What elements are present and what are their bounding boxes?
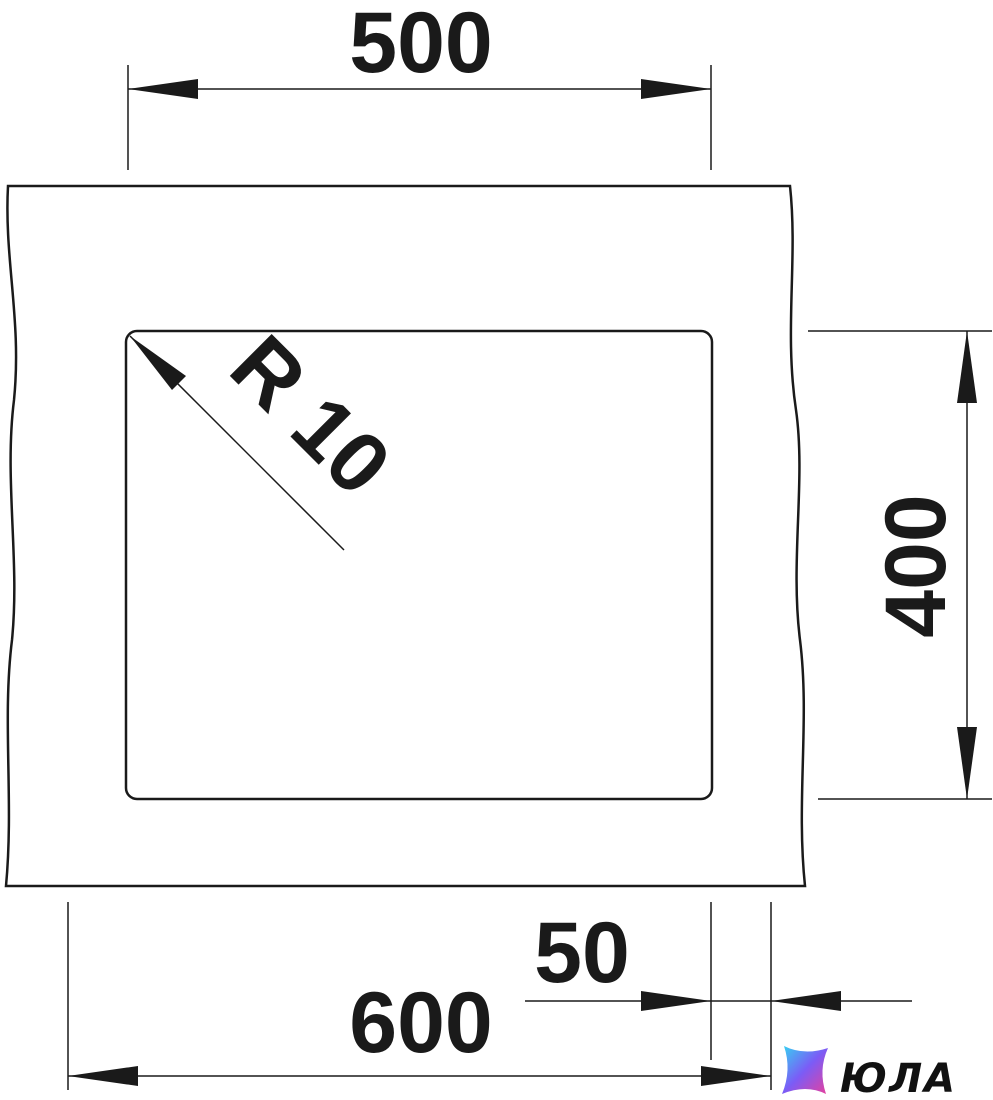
top-width-dimension bbox=[127, 65, 712, 170]
yula-logo-icon bbox=[782, 1046, 828, 1094]
sink-bowl-outline bbox=[124, 329, 714, 801]
bottom-right-arrowhead bbox=[701, 1066, 771, 1086]
top-right-arrowhead bbox=[641, 79, 711, 99]
offset-label: 50 bbox=[534, 905, 630, 1001]
right-height-label: 400 bbox=[868, 494, 964, 638]
offset-right-arrowhead bbox=[771, 991, 841, 1011]
bottom-left-arrowhead bbox=[68, 1066, 138, 1086]
top-width-label: 500 bbox=[349, 0, 493, 91]
yula-logo: ЮЛА bbox=[782, 1046, 957, 1100]
offset-left-arrowhead bbox=[641, 991, 711, 1011]
bottom-width-label: 600 bbox=[349, 975, 493, 1071]
right-bottom-arrowhead bbox=[957, 727, 977, 799]
radius-label: R 10 bbox=[212, 317, 408, 513]
right-top-arrowhead bbox=[957, 331, 977, 403]
yula-logo-text: ЮЛА bbox=[840, 1056, 957, 1100]
right-height-dimension bbox=[808, 330, 992, 800]
top-left-arrowhead bbox=[128, 79, 198, 99]
radius-arrowhead bbox=[130, 336, 186, 390]
countertop-outline bbox=[4, 184, 807, 888]
bottom-dimension-extension-lines bbox=[67, 902, 772, 1090]
